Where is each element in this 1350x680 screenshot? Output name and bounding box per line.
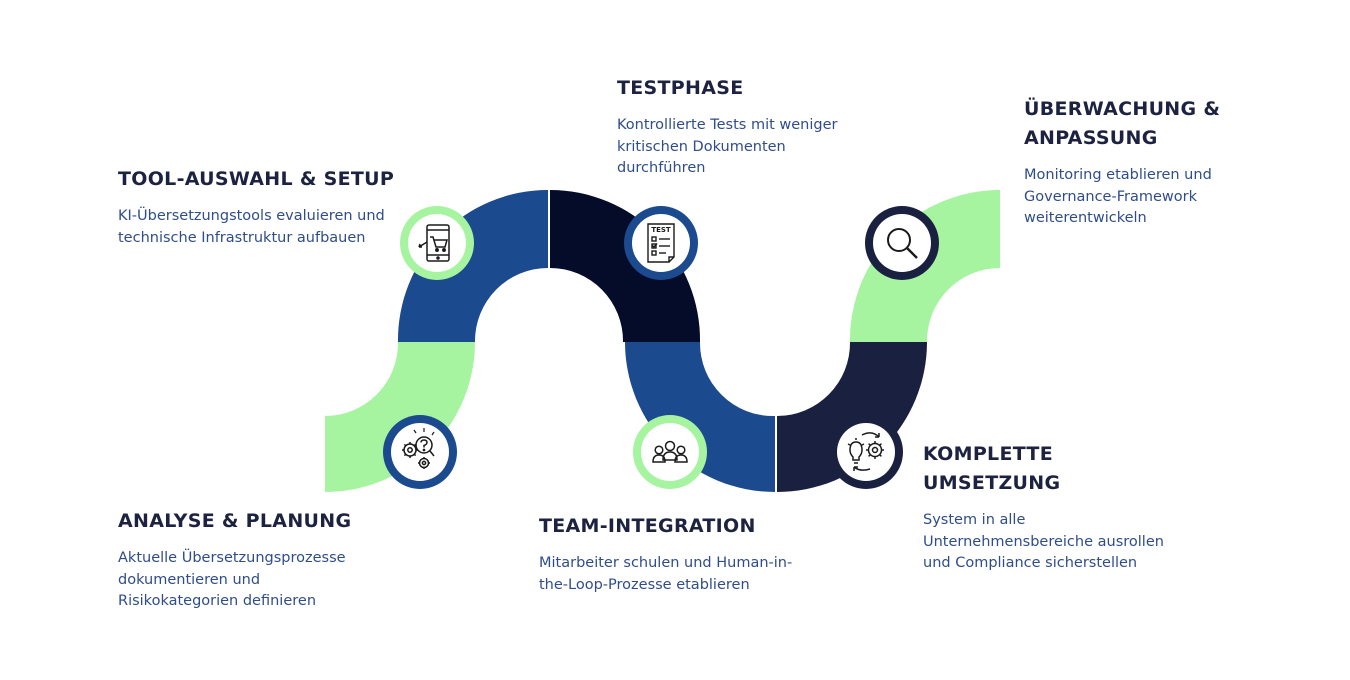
step-title: TOOL-AUSWAHL & SETUP bbox=[118, 168, 395, 190]
gears-question-icon bbox=[402, 428, 435, 469]
step-title: ÜBERWACHUNG & ANPASSUNG bbox=[1024, 98, 1221, 149]
step-title: ANALYSE & PLANUNG bbox=[118, 510, 352, 532]
step-icon-team bbox=[633, 415, 707, 489]
step-analyse: ANALYSE & PLANUNG Aktuelle Übersetzungsp… bbox=[118, 507, 378, 613]
step-icon-analyse bbox=[383, 415, 457, 489]
test-label: TEST bbox=[651, 226, 671, 234]
path-segment-tool bbox=[397, 190, 548, 342]
step-team: TEAM-INTEGRATION Mitarbeiter schulen und… bbox=[539, 512, 799, 596]
step-icon-test: TEST bbox=[624, 206, 698, 280]
step-description: Kontrollierte Tests mit weniger kritisch… bbox=[617, 117, 838, 176]
step-title: TEAM-INTEGRATION bbox=[539, 515, 756, 537]
path-segment-test bbox=[550, 190, 701, 342]
step-icon-ueberwachung bbox=[865, 206, 939, 280]
step-title: TESTPHASE bbox=[617, 77, 744, 99]
step-umsetzung: KOMPLETTE UMSETZUNG System in alle Unter… bbox=[923, 440, 1193, 575]
step-tool: TOOL-AUSWAHL & SETUP KI-Übersetzungstool… bbox=[118, 165, 408, 249]
step-description: Monitoring etablieren und Governance-Fra… bbox=[1024, 167, 1212, 226]
path-segment-team bbox=[625, 342, 775, 492]
path-segment-analyse bbox=[325, 342, 475, 492]
lightbulb-gear-icon bbox=[847, 432, 884, 471]
step-icon-umsetzung bbox=[829, 415, 903, 489]
tablet-cart-icon bbox=[418, 224, 450, 262]
step-test: TESTPHASE Kontrollierte Tests mit wenige… bbox=[617, 74, 867, 180]
step-title: KOMPLETTE UMSETZUNG bbox=[923, 443, 1061, 494]
test-checklist-icon: TEST bbox=[647, 223, 675, 263]
step-icon-tool bbox=[400, 206, 474, 280]
step-ueberwachung: ÜBERWACHUNG & ANPASSUNG Monitoring etabl… bbox=[1024, 95, 1254, 230]
magnifier-icon bbox=[887, 228, 918, 259]
people-group-icon bbox=[652, 440, 688, 463]
step-description: System in alle Unternehmensbereiche ausr… bbox=[923, 512, 1164, 571]
step-description: Aktuelle Übersetzungsprozesse dokumentie… bbox=[118, 550, 346, 609]
path-segment-umsetzung bbox=[777, 342, 927, 492]
step-description: Mitarbeiter schulen und Human-in-the-Loo… bbox=[539, 555, 793, 593]
step-description: KI-Übersetzungstools evaluieren und tech… bbox=[118, 208, 385, 246]
